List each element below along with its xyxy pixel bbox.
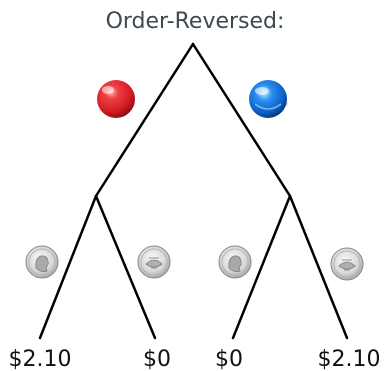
coin-heads-icon bbox=[25, 245, 59, 279]
branch-right-left bbox=[231, 194, 292, 340]
payoff-label: $0 bbox=[215, 347, 243, 371]
red-marble-icon bbox=[97, 80, 136, 118]
branch-left-right bbox=[94, 194, 157, 340]
tree-branches bbox=[38, 42, 349, 340]
payoff-label: $0 bbox=[143, 347, 171, 371]
branch-left-left bbox=[38, 194, 98, 340]
diagram-title: Order-Reversed: bbox=[106, 9, 285, 34]
blue-marble-icon bbox=[249, 80, 289, 118]
branch-right-right bbox=[288, 194, 349, 340]
coin-heads-icon bbox=[218, 245, 252, 279]
coin-tails-icon bbox=[330, 247, 364, 281]
coin-tails-icon bbox=[137, 245, 171, 279]
payoff-label: $2.10 bbox=[318, 347, 381, 371]
branch-root-left bbox=[94, 42, 195, 198]
payoff-label: $2.10 bbox=[9, 347, 72, 371]
branch-root-right bbox=[191, 42, 292, 198]
